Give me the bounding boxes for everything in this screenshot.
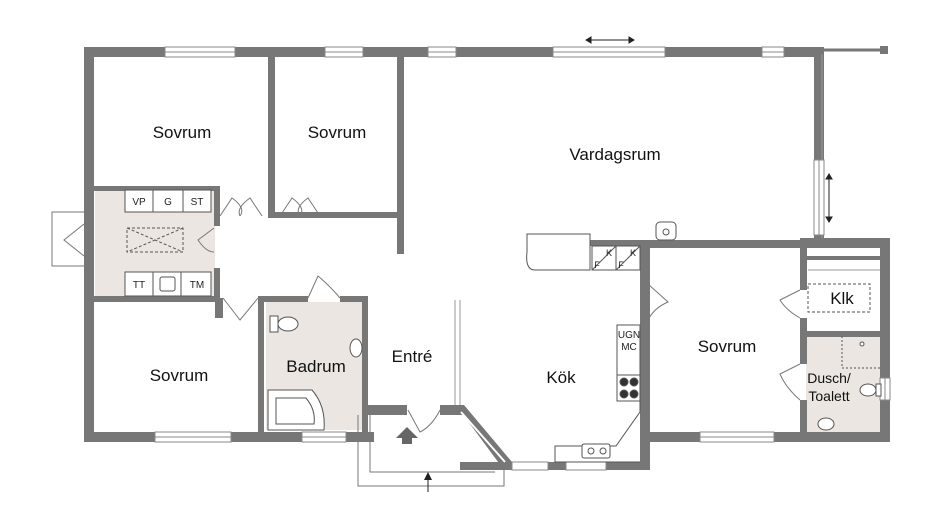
label-g: G bbox=[164, 197, 172, 208]
wet-floors bbox=[95, 188, 882, 432]
entrance-porch bbox=[357, 415, 505, 492]
room-label-sovrum-sw: Sovrum bbox=[150, 366, 209, 385]
entry-glass-wall bbox=[454, 300, 512, 470]
label-ugn: UGN bbox=[618, 330, 640, 341]
closet-dashed-box bbox=[807, 283, 871, 313]
label-st: ST bbox=[191, 197, 204, 208]
interior-walls bbox=[94, 54, 886, 436]
room-label-badrum: Badrum bbox=[286, 357, 346, 376]
label-mc: MC bbox=[621, 342, 637, 353]
bathroom-fixtures bbox=[267, 315, 363, 431]
label-tm: TM bbox=[190, 280, 204, 291]
utility-fixtures bbox=[124, 189, 212, 297]
windows bbox=[154, 46, 891, 471]
room-label-kok: Kök bbox=[546, 368, 576, 387]
room-label-sovrum-e: Sovrum bbox=[698, 337, 757, 356]
room-label-vardagsrum: Vardagsrum bbox=[569, 145, 660, 164]
label-k2: K bbox=[630, 248, 636, 258]
terrace-railing bbox=[821, 46, 888, 238]
kitchen-fixtures bbox=[526, 221, 677, 463]
room-label-sovrum-nw: Sovrum bbox=[153, 123, 212, 142]
doors bbox=[197, 197, 801, 433]
room-label-entre: Entré bbox=[392, 347, 433, 366]
label-tt: TT bbox=[133, 280, 145, 291]
sliding-door-arrows bbox=[585, 36, 833, 223]
west-porch bbox=[51, 211, 85, 267]
entrance-arrow-icon bbox=[396, 427, 418, 444]
room-label-toalett: Toalett bbox=[808, 388, 849, 404]
label-f1: F bbox=[594, 260, 600, 270]
room-label-klk: Klk bbox=[830, 289, 854, 308]
label-vp: VP bbox=[132, 197, 146, 208]
label-k1: K bbox=[606, 248, 612, 258]
shower-toilet-fixtures bbox=[817, 336, 882, 431]
room-label-dusch: Dusch/ bbox=[807, 370, 851, 386]
room-label-sovrum-n: Sovrum bbox=[308, 123, 367, 142]
label-f2: F bbox=[618, 260, 624, 270]
